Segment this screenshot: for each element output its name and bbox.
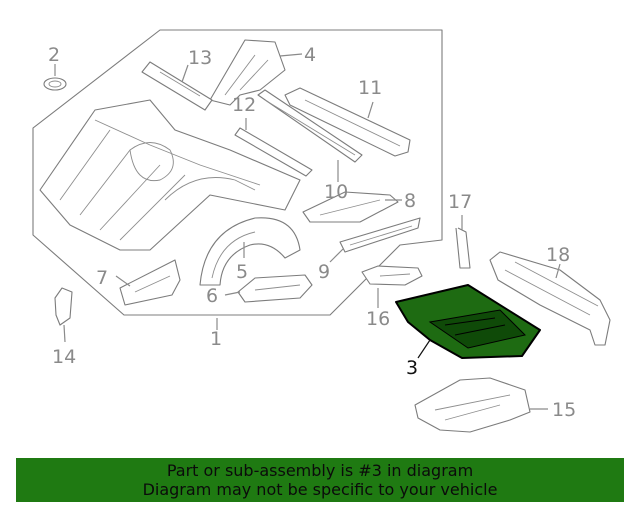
callout-15: 15: [552, 399, 576, 421]
part-17-hook[interactable]: [455, 227, 471, 269]
leader-lines: [54, 53, 561, 410]
callout-11: 11: [358, 77, 382, 99]
callout-8: 8: [404, 190, 416, 212]
callout-14: 14: [52, 346, 76, 368]
callout-18: 18: [546, 244, 570, 266]
part-12-crossmember[interactable]: [234, 127, 313, 177]
banner-line-2: Diagram may not be specific to your vehi…: [142, 480, 498, 499]
part-16-bracket[interactable]: [361, 265, 423, 286]
callout-12: 12: [232, 94, 256, 116]
part-14-bracket[interactable]: [54, 287, 73, 326]
part-15-shield[interactable]: [414, 377, 531, 433]
part-7-bracket[interactable]: [119, 259, 181, 306]
part-10-crossmember[interactable]: [257, 89, 363, 163]
info-banner: Part or sub-assembly is #3 in diagram Di…: [16, 458, 624, 502]
part-13-reinforcement[interactable]: [141, 61, 213, 111]
callout-9: 9: [318, 261, 330, 283]
callout-17: 17: [448, 191, 472, 213]
callout-10: 10: [324, 181, 348, 203]
part-11-crossmember[interactable]: [284, 87, 411, 157]
callout-6: 6: [206, 285, 218, 307]
floor-assembly-outline: [32, 29, 443, 316]
callout-5: 5: [236, 261, 248, 283]
part-5-wheelhouse[interactable]: [199, 217, 301, 286]
banner-line-1: Part or sub-assembly is #3 in diagram: [166, 461, 474, 480]
callout-13: 13: [188, 47, 212, 69]
callout-2: 2: [48, 44, 60, 66]
part-1-floor-pan[interactable]: [39, 99, 301, 251]
part-8-panel[interactable]: [302, 191, 399, 223]
part-2-grommet[interactable]: [43, 77, 67, 91]
part-3-spare-wheel-well[interactable]: [395, 284, 541, 359]
callout-7: 7: [96, 267, 108, 289]
part-4-bracket[interactable]: [209, 39, 286, 106]
callout-3: 3: [406, 357, 418, 379]
part-18-reinforcement[interactable]: [489, 251, 611, 346]
callout-labels: 1 2 3 4 5 6 7 8 9 10 11 12 13 14 15 16 1…: [48, 44, 576, 421]
callout-1: 1: [210, 328, 222, 350]
part-9-rail[interactable]: [339, 217, 421, 253]
callout-4: 4: [304, 44, 316, 66]
part-6-bracket[interactable]: [237, 274, 313, 303]
callout-16: 16: [366, 308, 390, 330]
